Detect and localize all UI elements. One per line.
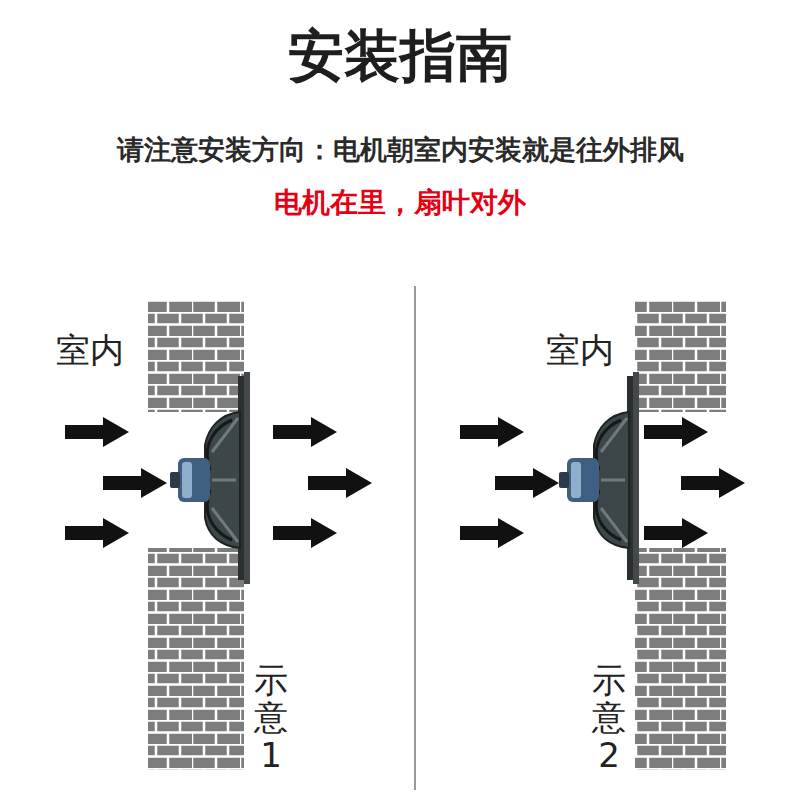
fan-left <box>170 372 250 584</box>
room-label: 室内 <box>56 330 124 371</box>
divider <box>414 286 416 790</box>
instruction: 请注意安装方向：电机朝室内安装就是往外排风 <box>117 134 684 166</box>
figure-label: 示意2 <box>592 662 626 774</box>
warning: 电机在里，扇叶对外 <box>274 186 526 220</box>
fan-right <box>559 372 639 584</box>
title: 安装指南 <box>288 22 512 89</box>
figure-label: 示意1 <box>254 662 288 774</box>
room-label: 室内 <box>546 330 614 371</box>
wall-left <box>148 300 244 770</box>
wall-right <box>635 300 726 770</box>
